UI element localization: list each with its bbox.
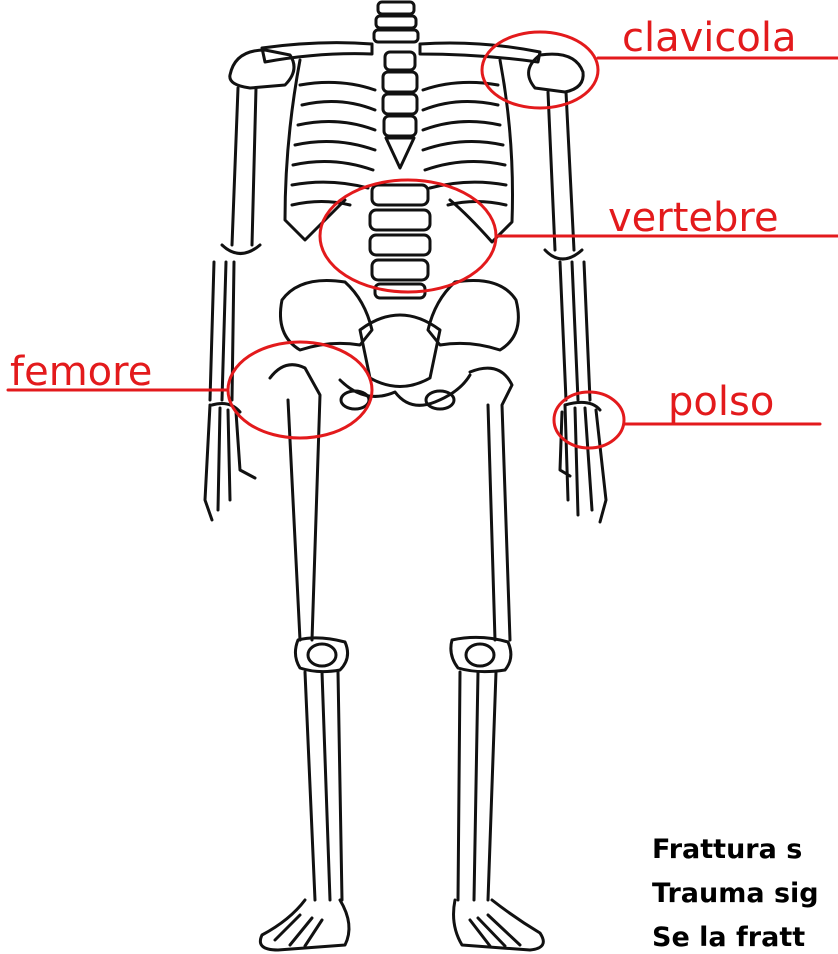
caption-line-2: Trauma sig [652,880,819,907]
sternum [383,52,417,168]
caption-line-1: Frattura s [652,836,802,863]
lumbar-vertebrae [370,185,430,298]
hand-bones [205,402,606,522]
label-vertebre: vertebre [608,198,779,238]
caption-line-3: Se la fratt [652,924,805,951]
cervical-spine [374,2,418,42]
ribcage [285,60,513,242]
knee-joints [295,637,510,671]
femur-bones [270,365,512,640]
label-polso: polso [668,382,774,422]
foot-bones [260,900,543,950]
label-femore: femore [10,352,152,392]
lower-leg-bones [305,672,496,900]
label-clavicola: clavicola [622,18,797,58]
